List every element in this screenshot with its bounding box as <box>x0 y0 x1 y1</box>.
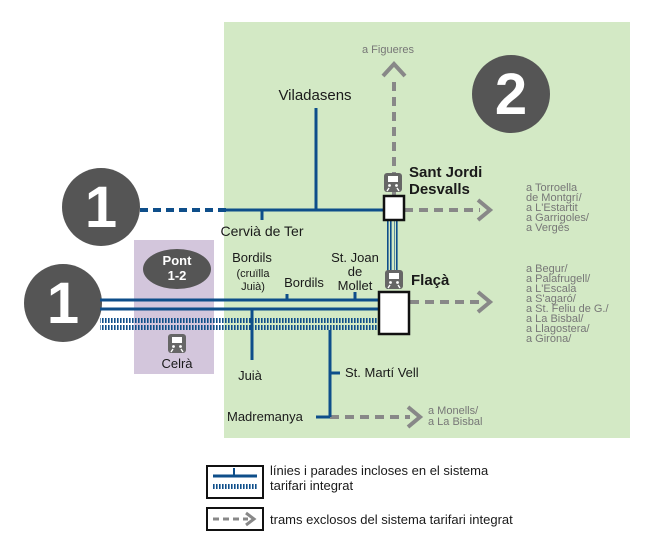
label-bordils: Bordils <box>284 275 324 290</box>
train-icon <box>385 270 403 289</box>
label-juia: Juià <box>238 368 263 383</box>
zone-2-area <box>224 22 630 438</box>
station-flaca-box <box>377 290 411 336</box>
train-icon <box>168 334 186 353</box>
label-bordils-cruilla: Bordils <box>232 250 272 265</box>
label-flaca: Flaçà <box>411 272 450 289</box>
label-viladasens: Viladasens <box>278 87 351 104</box>
svg-text:2: 2 <box>495 62 527 127</box>
label-st-joan: St. Joan <box>331 250 379 265</box>
label-sant-jordi: Sant Jordi <box>409 164 482 181</box>
label-st-joan-mollet: Mollet <box>338 278 373 293</box>
svg-text:a Garrigoles/: a Garrigoles/ <box>526 212 590 224</box>
legend-included-text-2: tarifari integrat <box>270 478 353 493</box>
svg-text:a Girona/: a Girona/ <box>526 333 572 345</box>
svg-text:1-2: 1-2 <box>168 268 187 283</box>
svg-text:a Monells/: a Monells/ <box>428 405 479 417</box>
rail-lines <box>100 219 399 330</box>
label-st-marti: St. Martí Vell <box>345 365 419 380</box>
label-cervia: Cervià de Ter <box>220 223 303 239</box>
station-sant-jordi-box <box>382 194 406 222</box>
zone-1-bottom-badge: 1 <box>24 264 102 342</box>
svg-text:a Begur/: a Begur/ <box>526 263 569 275</box>
svg-text:a Palafrugell/: a Palafrugell/ <box>526 273 591 285</box>
pont-badge: Pont 1-2 <box>143 249 211 289</box>
train-icon <box>384 173 402 192</box>
legend-included-swatch <box>206 465 264 499</box>
svg-text:1: 1 <box>47 271 79 336</box>
legend: línies i parades incloses en el sistema … <box>206 463 513 531</box>
svg-text:de Montgrí/: de Montgrí/ <box>526 192 583 204</box>
legend-excluded-text: trams exclosos del sistema tarifari inte… <box>270 512 513 527</box>
svg-text:a Llagostera/: a Llagostera/ <box>526 323 591 335</box>
svg-text:a La Bisbal/: a La Bisbal/ <box>526 313 584 325</box>
label-madremanya: Madremanya <box>227 409 304 424</box>
label-dest-figueres: a Figueres <box>362 44 414 56</box>
label-st-joan-de: de <box>348 264 362 279</box>
zone-1-top-badge: 1 <box>62 168 140 246</box>
zone-2-badge: 2 <box>472 55 550 133</box>
svg-text:a Vergès: a Vergès <box>526 222 570 234</box>
destinations-madremanya: a Monells/ a La Bisbal <box>428 405 482 428</box>
svg-text:a St. Feliu de G./: a St. Feliu de G./ <box>526 303 609 315</box>
svg-text:a L'Estartit: a L'Estartit <box>526 202 578 214</box>
svg-text:1: 1 <box>85 175 117 240</box>
legend-included-text: línies i parades incloses en el sistema <box>270 463 489 478</box>
svg-text:Pont: Pont <box>163 253 193 268</box>
label-bordils-cruilla-2: (cruïlla <box>236 268 270 280</box>
svg-text:a L'Escala: a L'Escala <box>526 283 577 295</box>
destinations-sant-jordi: a Torroella de Montgrí/ a L'Estartit a G… <box>526 182 590 234</box>
svg-text:a S'agaró/: a S'agaró/ <box>526 293 577 305</box>
svg-text:a La Bisbal: a La Bisbal <box>428 416 482 428</box>
label-desvalls: Desvalls <box>409 181 470 198</box>
bus-lines <box>100 108 384 419</box>
svg-text:a Torroella: a Torroella <box>526 182 578 194</box>
label-bordils-cruilla-3: Juià) <box>241 281 265 293</box>
destinations-flaca: a Begur/ a Palafrugell/ a L'Escala a S'a… <box>526 263 609 345</box>
label-celra: Celrà <box>161 356 193 371</box>
